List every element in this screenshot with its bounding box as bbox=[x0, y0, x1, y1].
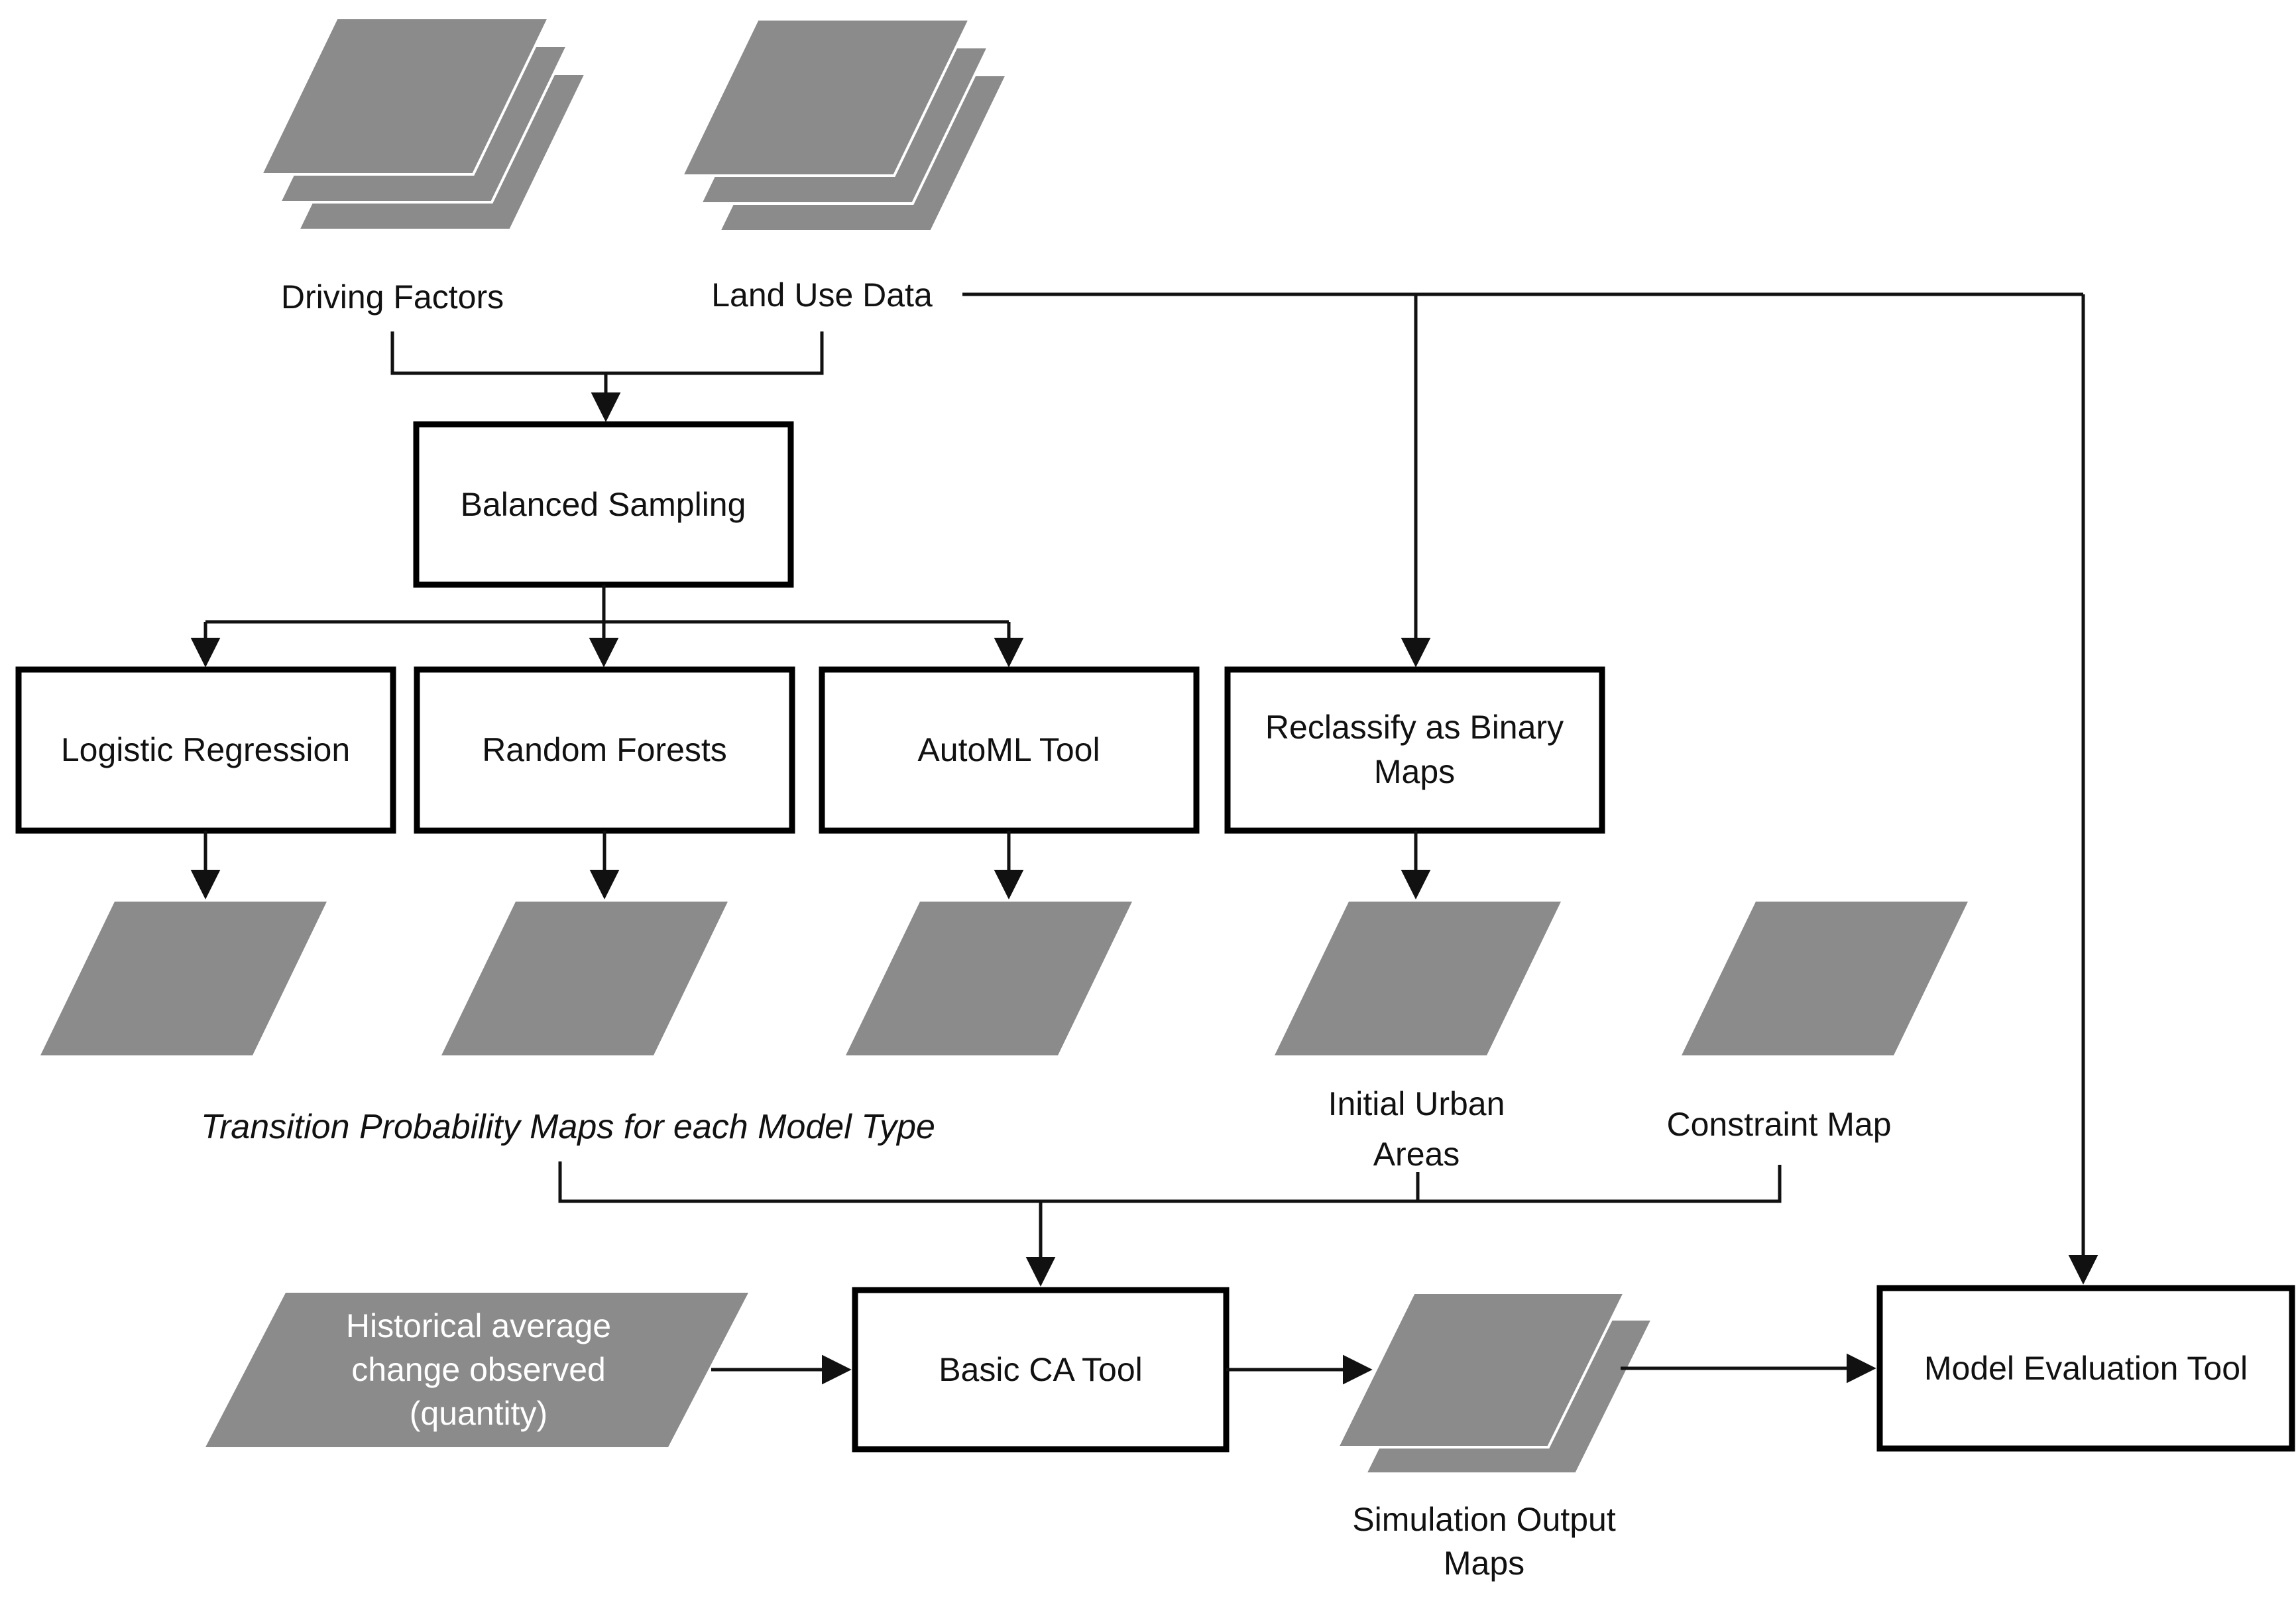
model-evaluation-tool-label: Model Evaluation Tool bbox=[1924, 1350, 2248, 1387]
automl-tool-box bbox=[819, 666, 1200, 834]
driving-factors-label: Driving Factors bbox=[281, 278, 504, 316]
historical-average-label-line2: change observed bbox=[351, 1351, 606, 1388]
initial-urban-label-line1: Initial Urban bbox=[1328, 1085, 1505, 1122]
connector-ca-inputs-bracket bbox=[558, 1161, 1782, 1203]
balanced-sampling-label: Balanced Sampling bbox=[461, 486, 746, 523]
driving-factors-stack-icon bbox=[258, 17, 589, 231]
random-forests-box bbox=[414, 666, 795, 834]
simulation-output-label-line1: Simulation Output bbox=[1352, 1501, 1616, 1538]
initial-urban-label-line2: Areas bbox=[1373, 1136, 1460, 1173]
historical-average-shape bbox=[205, 1293, 748, 1447]
historical-average-label-line1: Historical average bbox=[346, 1307, 611, 1344]
land-use-data-label: Land Use Data bbox=[711, 276, 933, 314]
reclassify-binary-maps-label-line1: Reclassify as Binary bbox=[1265, 709, 1564, 746]
logistic-regression-map-shape bbox=[40, 902, 327, 1055]
basic-ca-tool-label: Basic CA Tool bbox=[939, 1351, 1143, 1388]
stack-sheet-front bbox=[258, 17, 551, 176]
automl-tool-label: AutoML Tool bbox=[917, 731, 1100, 768]
historical-average-label-line3: (quantity) bbox=[410, 1395, 547, 1432]
logistic-regression-box bbox=[15, 666, 396, 834]
initial-urban-map-shape bbox=[1275, 902, 1561, 1055]
reclassify-binary-maps-label-line2: Maps bbox=[1374, 753, 1455, 790]
random-forests-label: Random Forests bbox=[482, 731, 727, 768]
reclassify-binary-maps-box bbox=[1224, 666, 1605, 834]
connector-inputs-bracket bbox=[390, 331, 824, 375]
simulation-output-label-line2: Maps bbox=[1444, 1545, 1524, 1582]
logistic-regression-label: Logistic Regression bbox=[61, 731, 350, 768]
constraint-map-label: Constraint Map bbox=[1666, 1106, 1891, 1143]
constraint-map-shape bbox=[1682, 902, 1968, 1055]
stack-sheet-front bbox=[1335, 1291, 1627, 1449]
simulation-output-stack-icon bbox=[1335, 1291, 1655, 1475]
model-evaluation-tool-box bbox=[1876, 1285, 2295, 1452]
automl-map-shape bbox=[846, 902, 1132, 1055]
stack-sheet-front bbox=[679, 18, 972, 177]
land-use-data-stack-icon bbox=[679, 18, 1009, 233]
random-forests-map-shape bbox=[441, 902, 728, 1055]
transition-probability-caption: Transition Probability Maps for each Mod… bbox=[201, 1108, 935, 1146]
